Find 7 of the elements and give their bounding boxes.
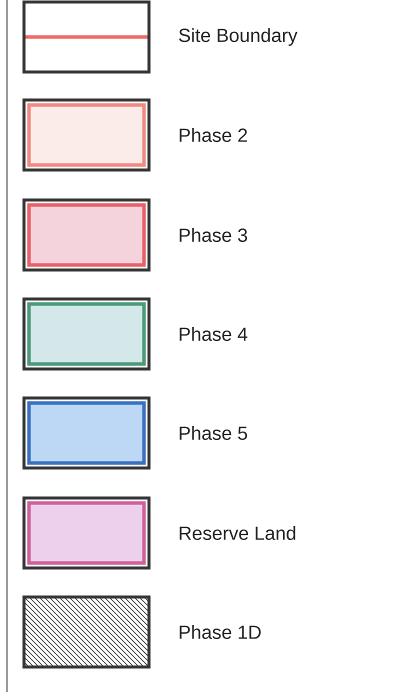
legend-label: Phase 3 xyxy=(180,228,248,242)
legend-label: Phase 1D xyxy=(180,625,261,639)
legend-label: Site Boundary xyxy=(179,28,298,46)
legend-label: Reserve Land xyxy=(180,526,296,540)
legend-label: Phase 2 xyxy=(180,128,247,142)
legend-label: Phase 5 xyxy=(180,426,248,440)
legend-label: Phase 4 xyxy=(180,327,248,341)
